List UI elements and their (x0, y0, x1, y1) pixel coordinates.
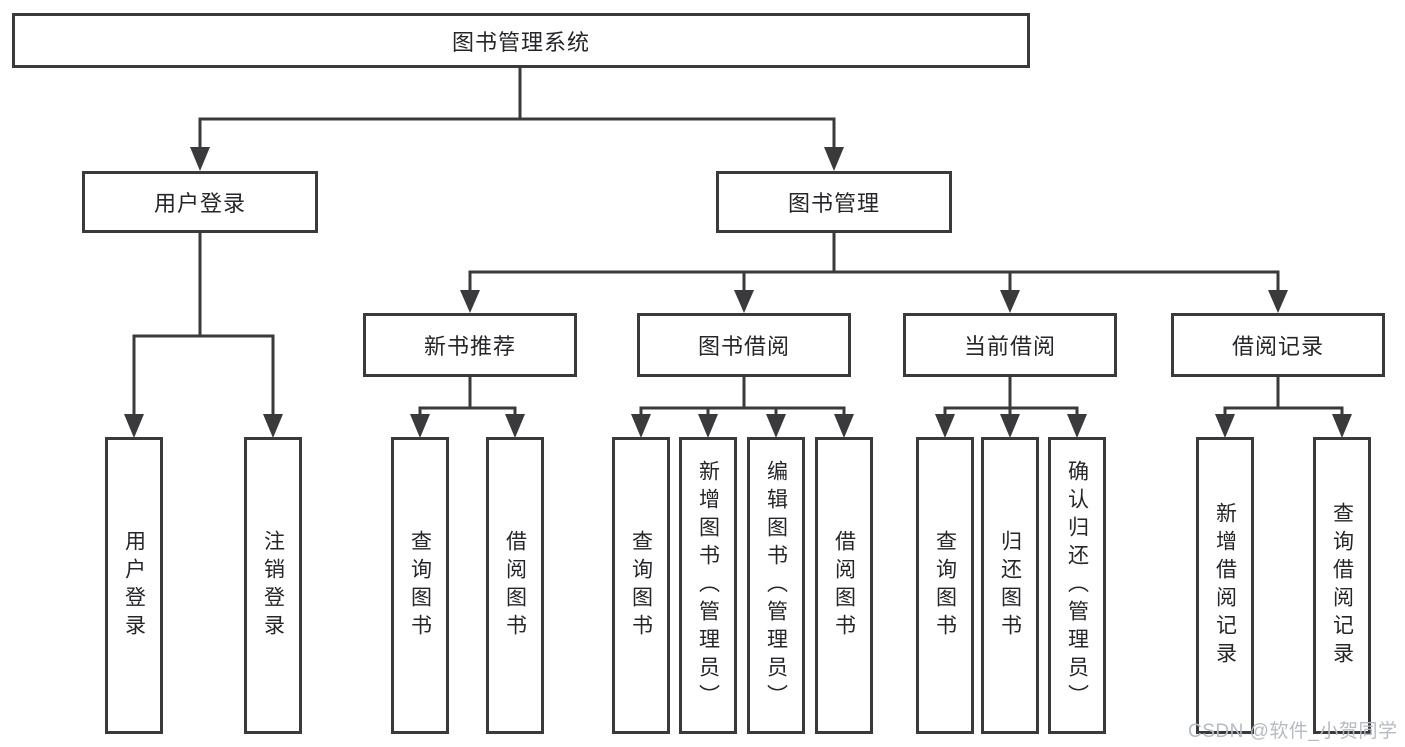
node-label: 注销登录 (261, 529, 285, 642)
arrowhead (1000, 290, 1020, 313)
leaf-query-borrow-record: 查询借阅记录 (1313, 437, 1371, 734)
node-label: 用户登录 (122, 529, 146, 642)
node-label: 当前借阅 (963, 334, 1056, 359)
node-label: 图书管理 (787, 191, 880, 216)
node-new-book-recommend: 新书推荐 (363, 313, 577, 377)
arrowhead (834, 414, 854, 438)
node-user-login: 用户登录 (82, 171, 318, 233)
arrowhead (1067, 414, 1087, 438)
node-label: 图书管理系统 (451, 29, 590, 55)
arrowhead (631, 414, 651, 438)
leaf-add-borrow-record: 新增借阅记录 (1196, 437, 1254, 734)
node-label: 借阅图书 (832, 529, 856, 642)
node-borrowing-records: 借阅记录 (1171, 313, 1385, 377)
leaf-query-books-current: 查询图书 (916, 437, 974, 734)
node-label: 新增借阅记录 (1213, 501, 1237, 670)
node-label: 编辑图书（管理员） (764, 459, 788, 712)
node-label: 借阅记录 (1231, 334, 1324, 359)
leaf-query-books-recommend: 查询图书 (391, 437, 449, 734)
arrowhead (734, 290, 754, 313)
leaf-confirm-return-admin: 确认归还（管理员） (1048, 437, 1106, 734)
arrowhead (1332, 414, 1352, 438)
node-root: 图书管理系统 (12, 13, 1030, 68)
arrowhead (1000, 414, 1020, 438)
arrowhead (1268, 290, 1288, 313)
arrowhead (263, 414, 283, 438)
node-label: 归还图书 (998, 529, 1022, 642)
node-label: 新增图书（管理员） (696, 459, 720, 712)
leaf-query-books-borrowing: 查询图书 (612, 437, 670, 734)
csdn-watermark: CSDN @软件_小贺同学 (1188, 721, 1398, 742)
leaf-user-login: 用户登录 (105, 437, 163, 734)
node-current-borrowing: 当前借阅 (903, 313, 1117, 377)
node-label: 查询借阅记录 (1330, 501, 1354, 670)
arrowhead (824, 147, 844, 171)
leaf-edit-books-admin: 编辑图书（管理员） (747, 437, 805, 734)
node-book-borrowing: 图书借阅 (637, 313, 851, 377)
leaf-add-books-admin: 新增图书（管理员） (679, 437, 737, 734)
node-label: 查询图书 (408, 529, 432, 642)
node-label: 新书推荐 (423, 334, 516, 359)
arrowhead (410, 414, 430, 438)
node-label: 查询图书 (629, 529, 653, 642)
leaf-return-books: 归还图书 (981, 437, 1039, 734)
arrowhead (124, 414, 144, 438)
leaf-borrow-books-borrowing: 借阅图书 (815, 437, 873, 734)
leaf-borrow-books-recommend: 借阅图书 (486, 437, 544, 734)
arrowhead (935, 414, 955, 438)
arrowhead (1215, 414, 1235, 438)
node-label: 借阅图书 (503, 529, 527, 642)
leaf-logout: 注销登录 (244, 437, 302, 734)
arrowhead (766, 414, 786, 438)
node-label: 图书借阅 (697, 334, 790, 359)
arrowhead (190, 147, 210, 171)
arrowhead (460, 290, 480, 313)
node-label: 查询图书 (933, 529, 957, 642)
arrowhead (505, 414, 525, 438)
node-book-management: 图书管理 (716, 171, 952, 233)
node-label: 确认归还（管理员） (1065, 459, 1089, 712)
node-label: 用户登录 (153, 191, 246, 216)
arrowhead (698, 414, 718, 438)
